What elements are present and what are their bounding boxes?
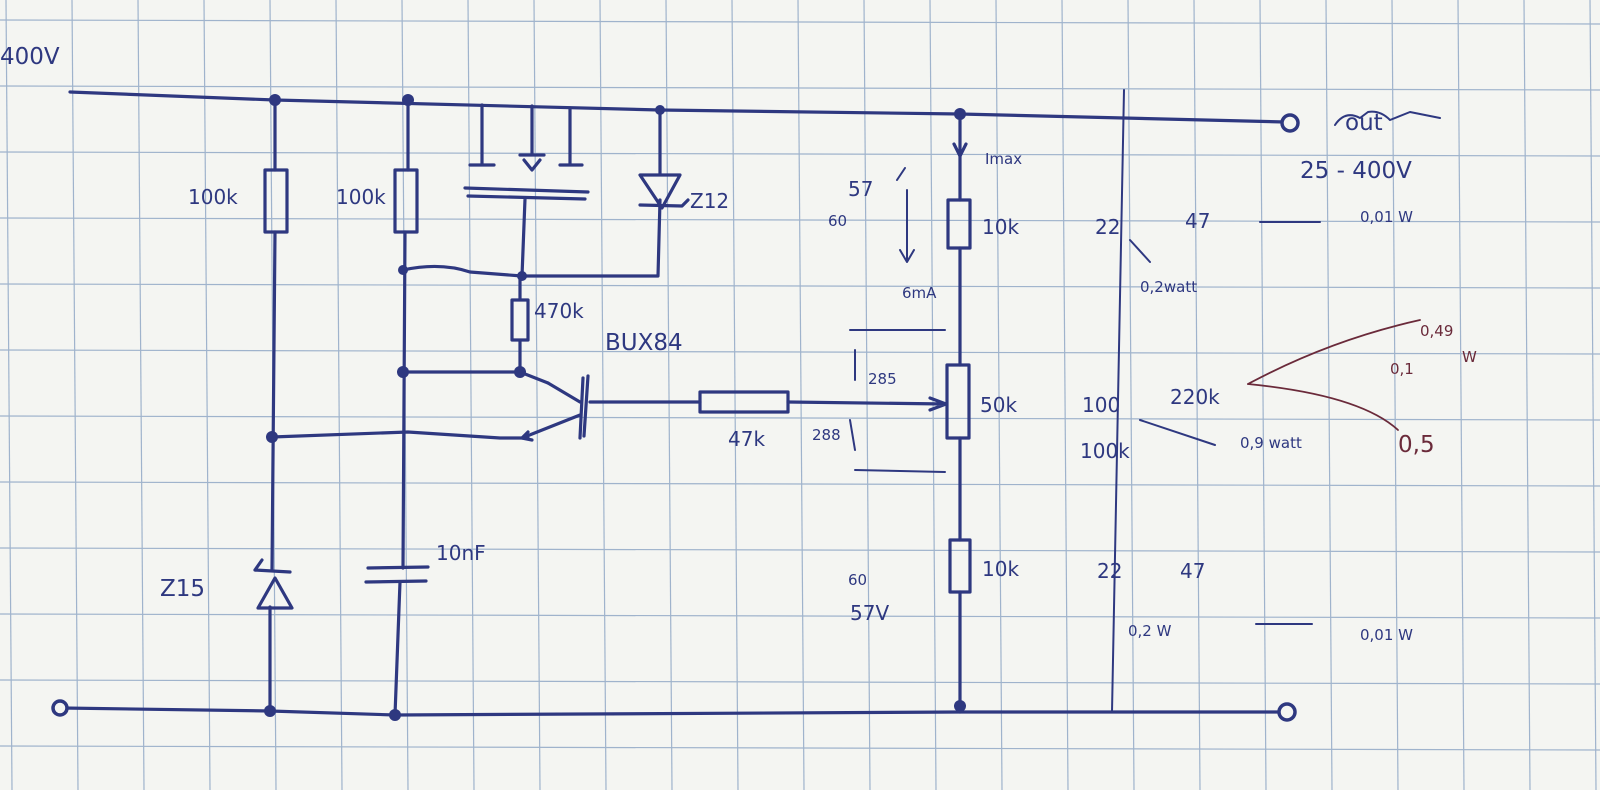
r1-label: 100k [188, 185, 238, 209]
zener-z15 [253, 558, 294, 610]
calc-bot-a: 22 [1097, 559, 1122, 583]
calc-bot-w2: 0,01 W [1360, 626, 1413, 644]
v-pot-top-label: 285 [868, 370, 897, 388]
red-curve-up [1247, 319, 1421, 385]
capacitor-10nf [364, 565, 430, 584]
calc-mid-e: W [1462, 348, 1477, 366]
calc-top-w2: 0,01 W [1360, 208, 1413, 226]
calc-mid-b: 220k [1170, 385, 1220, 409]
imax-label: Imax [985, 150, 1022, 168]
positive-rail [68, 90, 1287, 124]
calc-mid-c: 100k [1080, 439, 1130, 463]
calc-mid-g: 0,5 [1398, 432, 1435, 458]
branch-1-wire [268, 98, 277, 713]
pot-label: 50k [980, 393, 1017, 417]
switch-assembly [463, 103, 590, 278]
zener-top-label: Z12 [690, 189, 729, 213]
calc-top-b: 47 [1185, 209, 1210, 233]
transistor-label: BUX84 [605, 330, 683, 356]
r-bottom-label: 10k [982, 557, 1019, 581]
cross-wire [401, 198, 662, 278]
collector-wire [401, 370, 550, 385]
ground-rail [60, 706, 1287, 717]
output-label: out [1345, 110, 1383, 136]
calc-top-w: 0,2watt [1140, 278, 1197, 296]
v-bot-old-label: 60 [848, 571, 867, 589]
base-bias-wire [270, 430, 530, 440]
calc-bot-b: 47 [1180, 559, 1205, 583]
input-voltage-label: 400V [0, 44, 60, 70]
resistor-100k-left [263, 168, 289, 234]
measure-line [1111, 89, 1125, 713]
resistor-470k [510, 274, 530, 374]
output-terminal-top [1280, 113, 1300, 133]
current-label: 6mA [902, 284, 937, 302]
resistor-10k-bottom [948, 538, 972, 594]
calc-bot-w: 0,2 W [1128, 622, 1172, 640]
v-pot-bot-label: 288 [812, 426, 841, 444]
range-markers [849, 167, 946, 473]
junction-dots [264, 94, 966, 721]
input-terminal-bottom [51, 699, 69, 717]
r2-label: 100k [336, 185, 386, 209]
red-curve-down [1247, 383, 1399, 431]
cap-label: 10nF [436, 541, 486, 565]
calc-tick-mid [1139, 419, 1216, 446]
zener-z12 [638, 108, 690, 210]
v-top-old-label: 60 [828, 212, 847, 230]
r-top-label: 10k [982, 215, 1019, 239]
imax-marker [952, 142, 968, 158]
base-wire [588, 396, 948, 412]
zener-bottom-label: Z15 [160, 576, 205, 602]
output-terminal-bottom [1277, 702, 1297, 722]
resistor-47k [698, 390, 790, 414]
potentiometer-50k [945, 363, 971, 440]
branch-2-wire [393, 98, 410, 717]
output-range-label: 25 - 400V [1300, 158, 1412, 184]
calc-mid-a: 100 [1082, 393, 1120, 417]
calc-mid-w: 0,9 watt [1240, 434, 1302, 452]
calc-top-a: 22 [1095, 215, 1120, 239]
resistor-10k-top [946, 198, 972, 250]
output-wire [1334, 110, 1441, 126]
calc-tick-top [1129, 239, 1151, 263]
v-top-new-label: 57 [848, 177, 873, 201]
calc-mid-f: 0,1 [1390, 360, 1414, 378]
v-bot-new-label: 57V [850, 601, 889, 625]
resistor-100k-mid [393, 168, 419, 234]
r3-label: 470k [534, 299, 584, 323]
r-base-label: 47k [728, 427, 765, 451]
calc-mid-d: 0,49 [1420, 322, 1453, 340]
transistor-bux84 [520, 374, 590, 442]
